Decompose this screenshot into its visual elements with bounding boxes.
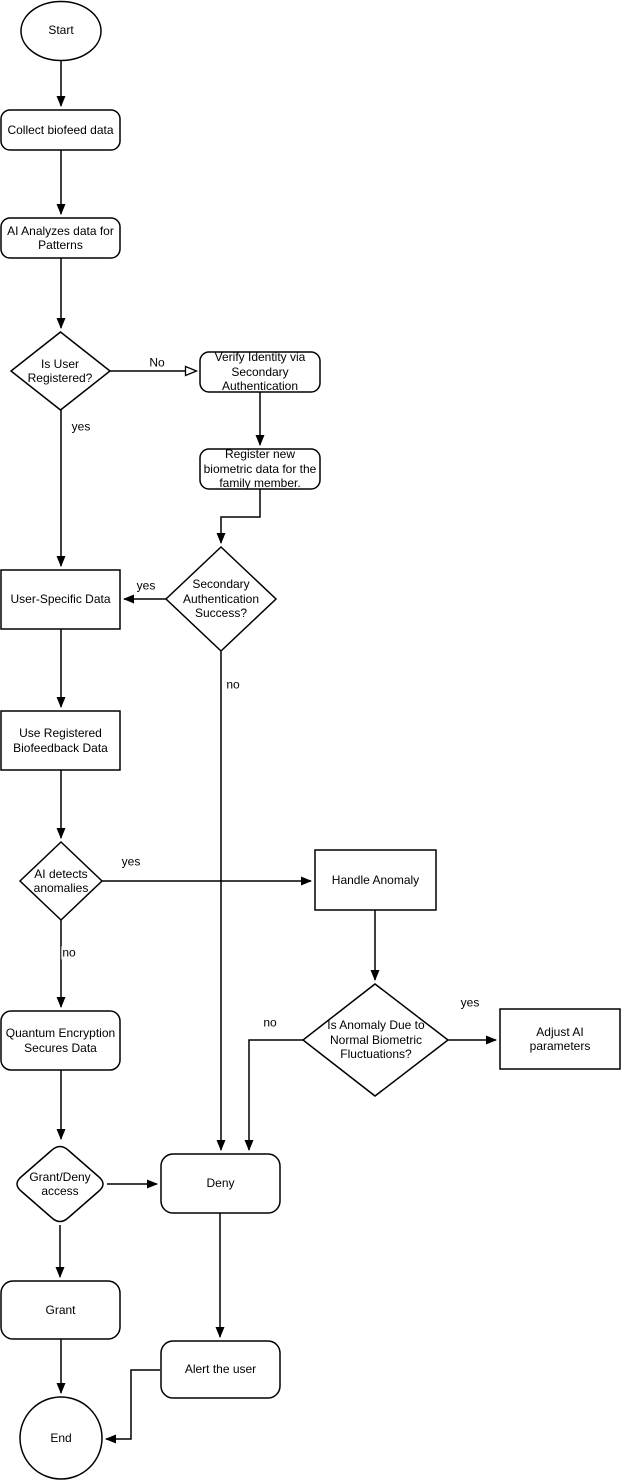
grant-node-shape: [0, 1280, 121, 1340]
is-user-registered-diamond-shape: [9, 331, 112, 411]
user-specific-data-node-shape: [0, 569, 121, 630]
register-new-biometric-node-shape: [199, 448, 321, 490]
end-node-shape: [19, 1396, 103, 1480]
grant-deny-access-diamond-shape: [16, 1145, 104, 1223]
quantum-encryption-node-shape: [0, 1010, 121, 1071]
collect-biofeed-node-shape: [0, 109, 121, 151]
secondary-auth-diamond-shape: [164, 545, 278, 653]
deny-node-shape: [160, 1153, 281, 1214]
use-registered-biofeedback-node-shape: [0, 710, 121, 771]
edge-anomaly-no-to-deny: [244, 1039, 303, 1151]
ai-analyzes-node-shape: [0, 217, 121, 259]
edges-layer: [55, 59, 497, 1444]
start-node-shape: [20, 0, 102, 62]
alert-the-user-node-shape: [160, 1340, 281, 1399]
handle-anomaly-node-shape: [314, 849, 437, 911]
ai-detects-anomalies-diamond-shape: [18, 840, 104, 922]
verify-identity-node-shape: [199, 351, 321, 393]
adjust-ai-parameters-node-shape: [499, 1008, 621, 1070]
edge-register-new-to-secondary: [216, 489, 261, 544]
edge-alert-to-end: [105, 1369, 160, 1444]
is-anomaly-normal-diamond-shape: [301, 983, 450, 1097]
